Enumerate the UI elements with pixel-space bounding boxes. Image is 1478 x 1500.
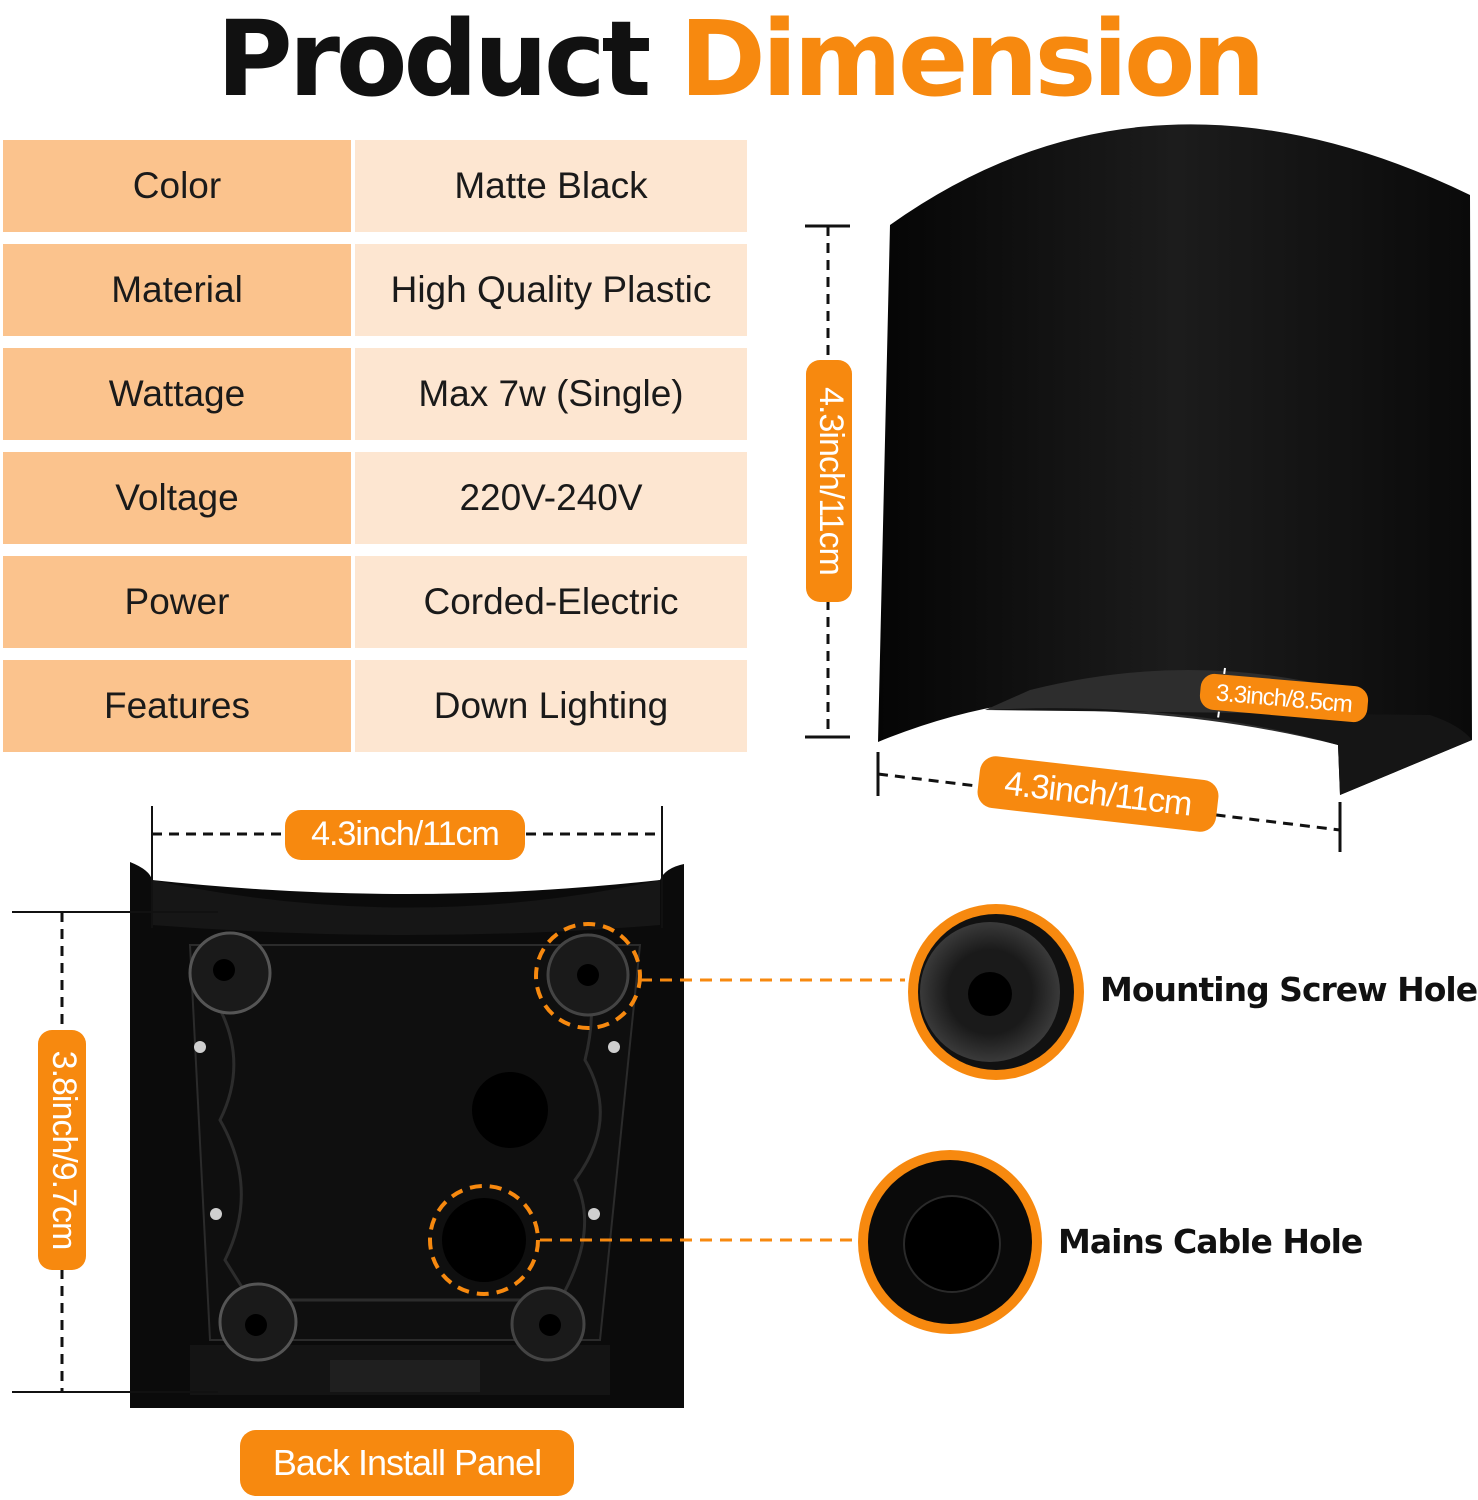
spec-label: Color [3,140,351,232]
wall-lamp-front [878,124,1472,795]
cable-hole-zoom [858,1150,1042,1334]
spec-label: Features [3,660,351,752]
spec-row-color: Color Matte Black [3,140,747,232]
spec-row-material: Material High Quality Plastic [3,244,747,336]
spec-row-power: Power Corded-Electric [3,556,747,648]
spec-value: Max 7w (Single) [355,348,747,440]
back-width-dimension: 4.3inch/11cm [151,806,663,928]
back-install-panel [130,862,684,1408]
title-word-product: Product [216,0,652,120]
cable-hole-callout: Mains Cable Hole [1058,1222,1363,1261]
back-width-label: 4.3inch/11cm [311,815,499,853]
spec-value: High Quality Plastic [355,244,747,336]
screw-hole-zoom [908,904,1084,1080]
front-height-label: 4.3inch/11cm [812,387,850,575]
spec-label: Voltage [3,452,351,544]
spec-label: Power [3,556,351,648]
spec-value: Down Lighting [355,660,747,752]
spec-label: Wattage [3,348,351,440]
back-height-dimension: 3.8inch/9.7cm [12,911,218,1393]
spec-row-features: Features Down Lighting [3,660,747,752]
front-height-dimension: 4.3inch/11cm [805,224,852,739]
spec-table: Color Matte Black Material High Quality … [3,140,747,764]
spec-label: Material [3,244,351,336]
back-height-label: 3.8inch/9.7cm [45,1051,83,1250]
front-width-dimension: 4.3inch/11cm [876,752,1342,852]
spec-value: Corded-Electric [355,556,747,648]
spec-row-wattage: Wattage Max 7w (Single) [3,348,747,440]
spec-row-voltage: Voltage 220V-240V [3,452,747,544]
back-panel-label: Back Install Panel [240,1430,574,1496]
spec-value: Matte Black [355,140,747,232]
page-title: Product Dimension [0,0,1478,118]
spec-value: 220V-240V [355,452,747,544]
screw-hole-callout: Mounting Screw Hole [1100,970,1478,1009]
title-word-dimension: Dimension [679,0,1266,120]
front-depth-dimension: 3.3inch/8.5cm [1199,667,1369,741]
